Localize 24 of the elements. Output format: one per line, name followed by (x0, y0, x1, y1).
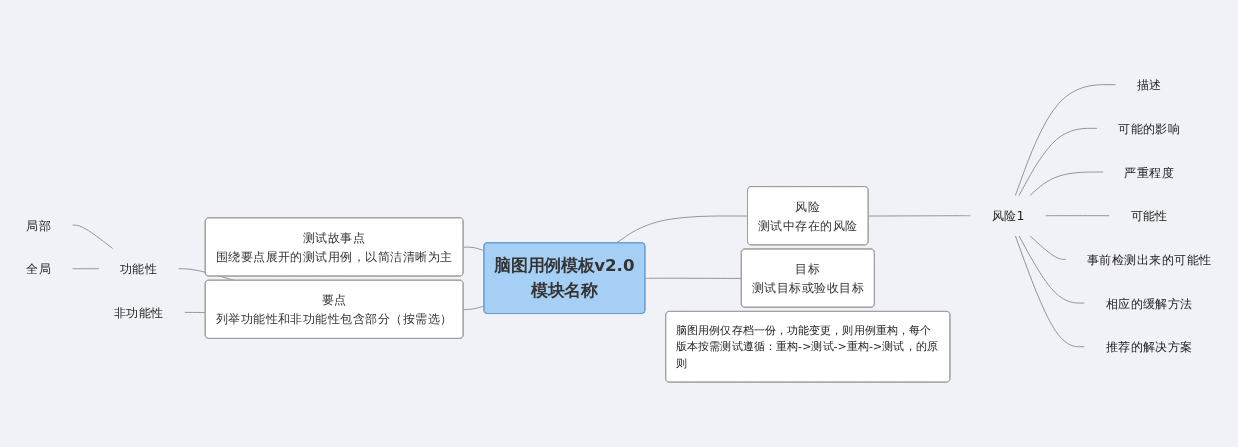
node-text: 事前检测出来的可能性 (1086, 252, 1212, 267)
connector (1029, 235, 1067, 260)
connector (71, 224, 114, 250)
connector (1018, 127, 1098, 197)
connector (1014, 84, 1117, 197)
connector (1018, 235, 1086, 304)
node-text: 推荐的解决方案 (1105, 339, 1193, 355)
node-text: 可能性 (1130, 208, 1168, 223)
connector (1044, 215, 1111, 217)
node-text: 功能性 (119, 261, 158, 277)
connector (644, 277, 743, 279)
connector (1029, 171, 1104, 197)
node-text: 相应的缓解方法 (1105, 295, 1193, 311)
node-text: 非功能性 (113, 305, 164, 320)
node-text: 全局 (26, 261, 52, 277)
node-text: 局部 (26, 217, 52, 233)
connector (183, 311, 206, 313)
connector (1014, 235, 1086, 348)
node-text: 描述 (1136, 77, 1162, 92)
node-text: 严重程度 (1124, 164, 1175, 180)
node-text: 风险1 (991, 208, 1025, 223)
connector (868, 215, 972, 217)
connector (71, 268, 100, 270)
node-text: 可能的影响 (1118, 121, 1181, 136)
